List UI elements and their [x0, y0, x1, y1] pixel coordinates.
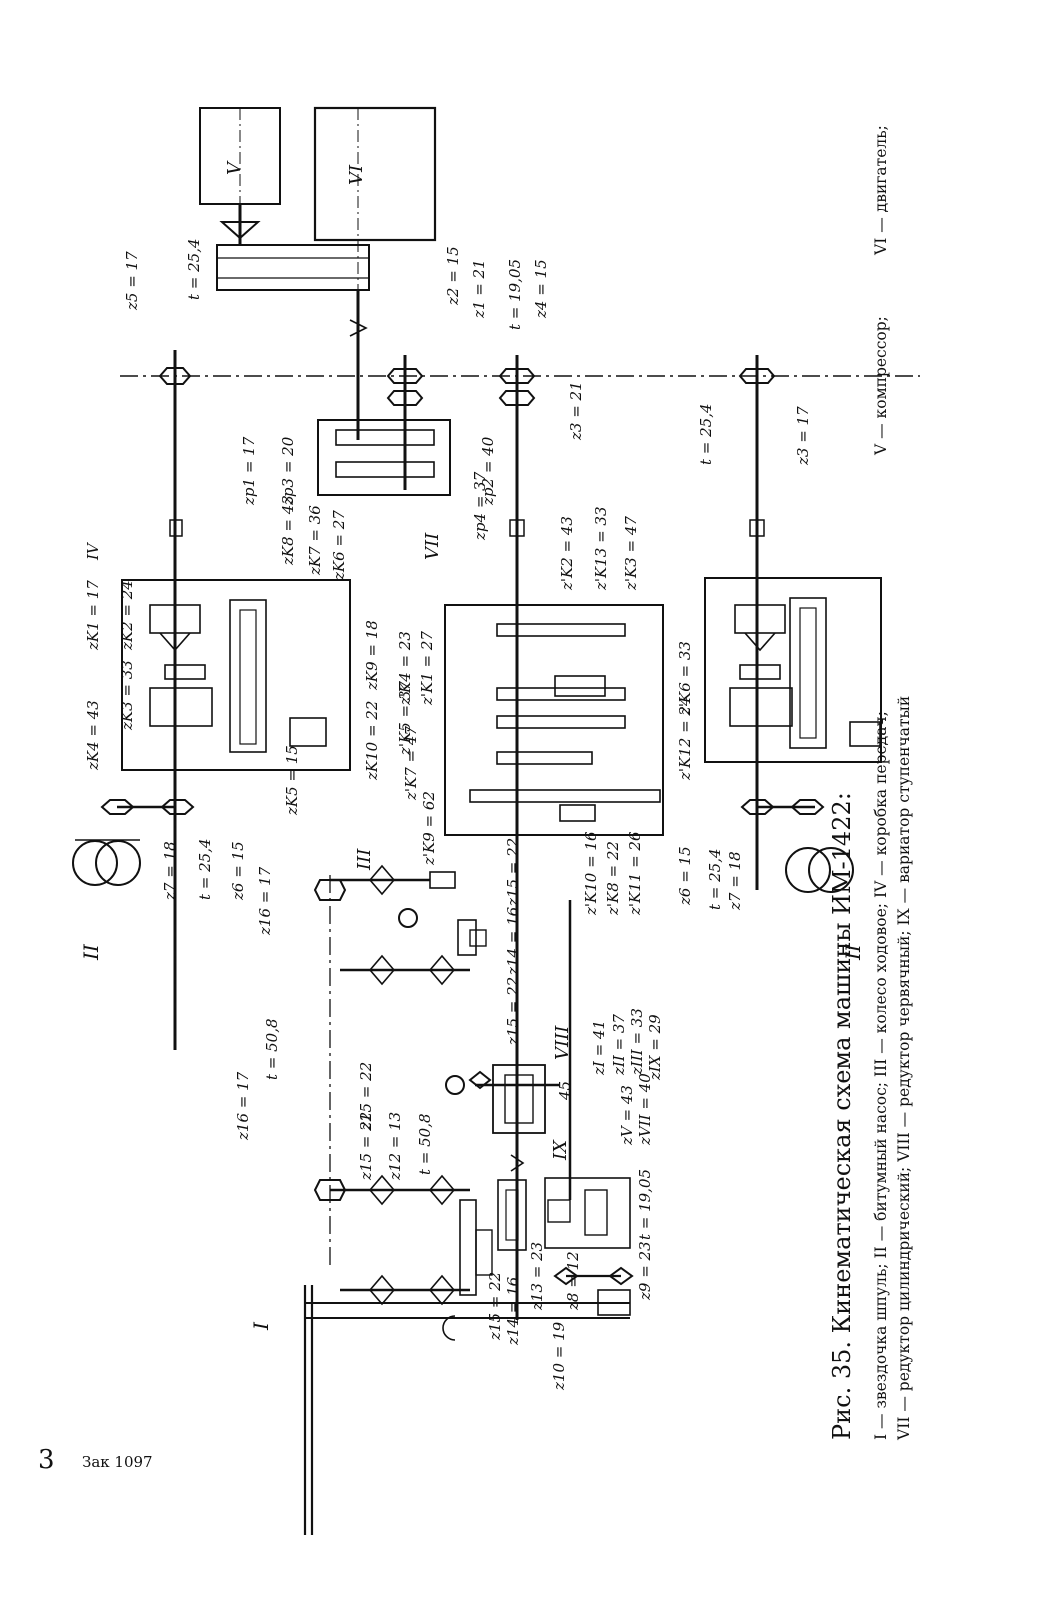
label-iv-top: IV	[84, 541, 102, 561]
label-zIII: zIII = 33	[628, 1008, 646, 1076]
label-t254-right: t = 25,4	[697, 403, 715, 465]
label-zI: zI = 41	[590, 1020, 608, 1076]
label-z3-17: z3 = 17	[794, 406, 812, 466]
label-z14-b: z14 = 16	[504, 1276, 522, 1346]
label-zk3p: z'K3 = 47	[622, 516, 640, 591]
label-i: I	[249, 1321, 273, 1331]
block-ix-cone	[497, 1179, 527, 1251]
diagram-labels: z5 = 17 t = 25,4 z2 = 15 z1 = 21 t = 19,…	[79, 160, 865, 1391]
label-zII: zII = 37	[610, 1014, 628, 1076]
label-z8: z8 = 12	[564, 1251, 582, 1311]
label-t254-top: t = 25,4	[185, 238, 203, 300]
label-iii: III	[354, 848, 375, 871]
label-zk10: zK10 = 22	[363, 701, 381, 781]
label-zp4: zp4 = 37	[471, 471, 489, 541]
label-t254-left: t = 25,4	[196, 838, 214, 900]
block-vi	[313, 106, 437, 242]
sprocket-z3-right	[738, 368, 776, 384]
label-v: V	[224, 160, 245, 175]
label-zk2: zK2 = 24	[118, 580, 136, 651]
label-z15-b: z15 = 22	[504, 977, 522, 1046]
label-zk8: zK8 = 43	[279, 495, 297, 566]
block-iv-center	[444, 604, 664, 836]
block-iv-bottom	[704, 577, 882, 763]
label-zk9p: z'K9 = 62	[420, 791, 438, 866]
label-t254-b: t = 25,4	[706, 848, 724, 910]
sprocket-z3	[498, 390, 536, 406]
label-z10: z10 = 19	[550, 1321, 568, 1391]
sprocket-z5	[158, 367, 192, 385]
block-vii	[317, 419, 451, 496]
label-zk8p: z'K8 = 22	[604, 841, 622, 916]
label-z12: z12 = 13	[386, 1112, 404, 1181]
sprocket-z2	[386, 368, 424, 384]
label-zk2p: z'K2 = 43	[558, 516, 576, 591]
pump-ii-bottom-gear-b	[808, 847, 854, 893]
label-z7-top: z7 = 18	[161, 841, 179, 901]
label-z1: z1 = 21	[470, 259, 488, 319]
label-vi: VI	[346, 164, 367, 185]
pump-ii-top-gear-b	[95, 840, 141, 886]
label-zk7: zK7 = 36	[306, 505, 324, 576]
pump-ii-bottom-gear-a	[785, 847, 831, 893]
label-zk13p: z'K13 = 33	[592, 506, 610, 591]
label-ix: IX	[550, 1139, 571, 1161]
label-z7-b: z7 = 18	[726, 851, 744, 911]
label-ii-bottom: II	[841, 943, 865, 961]
label-zp2: zp2 = 40	[479, 436, 497, 506]
label-zk10p: z'K10 = 16	[582, 831, 600, 916]
order-number: Зак 1097	[82, 1453, 153, 1471]
sprocket-z4	[498, 368, 536, 384]
label-zk1: zK1 = 17	[84, 580, 102, 651]
label-zk5: zK5 = 15	[283, 745, 301, 816]
label-zV: zV = 43	[618, 1085, 636, 1146]
pump-ii-top-gear-a	[72, 840, 118, 886]
label-z15-c: z15 = 22	[357, 1062, 375, 1131]
label-zk6: zK6 = 27	[330, 510, 348, 581]
block-viii	[492, 1064, 546, 1134]
label-z5: z5 = 17	[123, 251, 141, 311]
label-z9: z9 = 23	[636, 1241, 654, 1301]
label-vii: VII	[422, 532, 443, 560]
label-t508-b: t = 50,8	[416, 1113, 434, 1175]
label-z15-a: z15 = 22	[504, 838, 522, 907]
label-zk4p: z'K4 = 23	[396, 631, 414, 706]
label-zk11p: z'K11 = 26	[626, 831, 644, 916]
label-z15-e: z15 = 22	[486, 1272, 504, 1341]
label-z14-a: z14 = 16	[504, 906, 522, 976]
sprocket-z1	[386, 390, 424, 406]
label-viii: VIII	[552, 1025, 573, 1060]
page-mark: 3	[38, 1445, 55, 1475]
label-zVII: zVII = 40	[636, 1073, 654, 1146]
label-zk4: zK4 = 43	[84, 700, 102, 771]
label-zk9: zK9 = 18	[363, 620, 381, 691]
belt-drive	[216, 244, 370, 291]
label-45: 45	[556, 1081, 574, 1101]
label-zIX: zIX = 29	[646, 1014, 664, 1081]
label-z16-top: z16 = 17	[256, 866, 274, 936]
label-z2: z2 = 15	[444, 246, 462, 306]
label-t508-a: t = 50,8	[263, 1018, 281, 1080]
label-zk7p: z'K7 = 47	[402, 726, 420, 801]
label-z13: z13 = 23	[528, 1242, 546, 1311]
label-z4: z4 = 15	[532, 259, 550, 319]
label-z3-21: z3 = 21	[567, 381, 585, 441]
label-z6-top: z6 = 15	[229, 841, 247, 901]
label-zk6p: z'K6 = 33	[676, 641, 694, 716]
label-ii-top: II	[79, 943, 103, 961]
label-z15-d: z15 = 22	[357, 1112, 375, 1181]
label-z16-b: z16 = 17	[234, 1071, 252, 1141]
label-t1905-b: t = 19,05	[636, 1169, 654, 1240]
label-t1905-top: t = 19,05	[506, 259, 524, 330]
label-zp3: zp3 = 20	[279, 436, 297, 506]
label-z6-b: z6 = 15	[676, 846, 694, 906]
label-zp1: zp1 = 17	[240, 436, 258, 506]
label-zk5p: z'K5 = 37	[396, 681, 414, 756]
label-zk12p: z'K12 = 24	[676, 696, 694, 781]
block-iv-top	[121, 579, 351, 771]
label-zk1p: z'K1 = 27	[418, 631, 436, 706]
label-zk3: zK3 = 33	[118, 660, 136, 731]
